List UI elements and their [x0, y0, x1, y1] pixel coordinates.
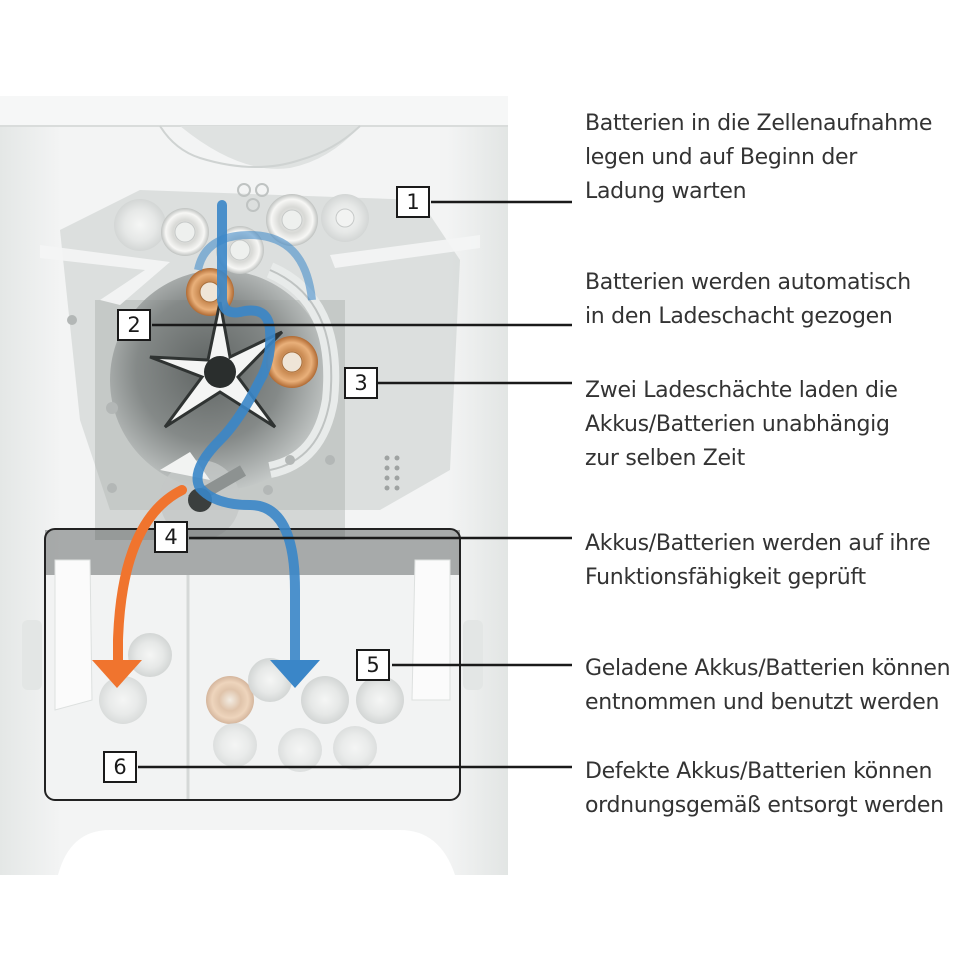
step-description-3: Zwei Ladeschächte laden die Akkus/Batter… — [585, 374, 970, 476]
step-description-6: Defekte Akkus/Batterien können ordnungsg… — [585, 755, 970, 823]
step-number-2: 2 — [117, 309, 151, 341]
step-5-line-1: Geladene Akkus/Batterien können — [585, 656, 951, 681]
step-6-line-1: Defekte Akkus/Batterien können — [585, 759, 933, 784]
step-1-line-2: legen und auf Beginn der — [585, 145, 858, 170]
step-1-line-1: Batterien in die Zellenaufnahme — [585, 111, 933, 136]
step-3-line-3: zur selben Zeit — [585, 446, 745, 471]
step-4-line-1: Akkus/Batterien werden auf ihre — [585, 531, 931, 556]
step-number-3: 3 — [344, 367, 378, 399]
step-3-line-2: Akkus/Batterien unabhängig — [585, 412, 890, 437]
step-number-6: 6 — [103, 751, 137, 783]
step-6-line-2: ordnungsgemäß entsorgt werden — [585, 793, 944, 818]
step-4-line-2: Funktionsfähigkeit geprüft — [585, 565, 866, 590]
step-description-2: Batterien werden automatisch in den Lade… — [585, 266, 970, 334]
step-2-line-2: in den Ladeschacht gezogen — [585, 304, 893, 329]
step-3-line-1: Zwei Ladeschächte laden die — [585, 378, 898, 403]
step-description-4: Akkus/Batterien werden auf ihre Funktion… — [585, 527, 970, 595]
step-number-1: 1 — [396, 186, 430, 218]
step-2-line-1: Batterien werden automatisch — [585, 270, 911, 295]
step-description-1: Batterien in die Zellenaufnahme legen un… — [585, 107, 970, 209]
step-description-5: Geladene Akkus/Batterien können entnomme… — [585, 652, 970, 720]
step-number-4: 4 — [154, 521, 188, 553]
step-number-5: 5 — [356, 649, 390, 681]
step-1-line-3: Ladung warten — [585, 179, 747, 204]
step-5-line-2: entnommen und benutzt werden — [585, 690, 940, 715]
